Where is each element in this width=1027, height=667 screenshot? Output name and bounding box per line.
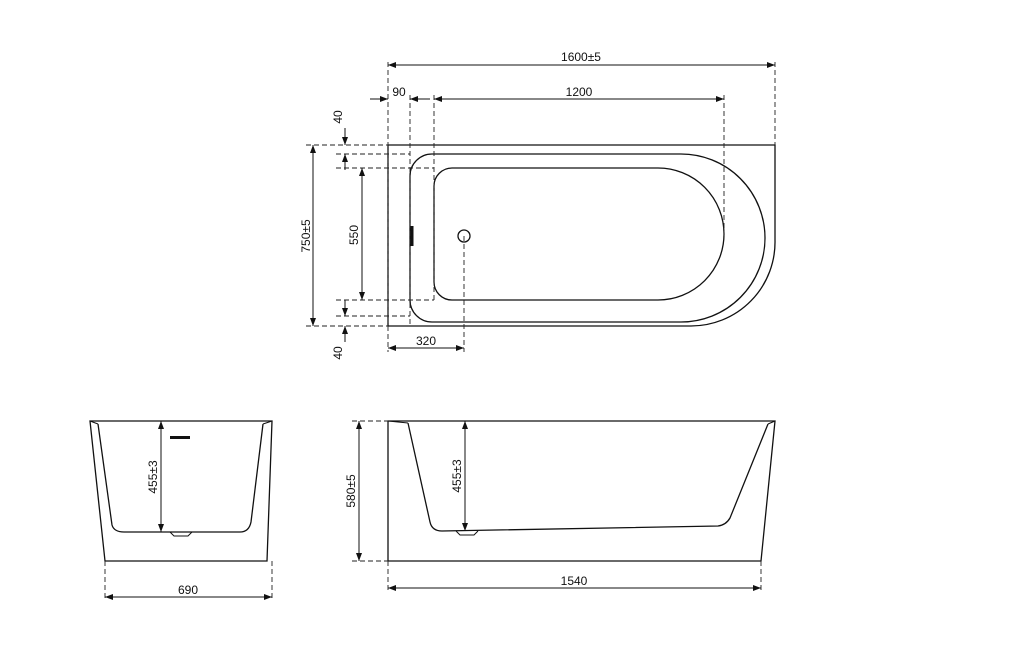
inner-length-label: 1200	[566, 85, 593, 99]
drain-icon	[457, 229, 471, 243]
side-depth-label: 455±3	[450, 459, 464, 493]
overall-width-label: 750±5	[299, 219, 313, 253]
drain-offset-label: 320	[416, 334, 436, 348]
tub-outer-outline	[387, 144, 776, 327]
tub-basin-outline	[433, 167, 725, 301]
side-view-outer-outline	[387, 420, 776, 562]
overall-length-label: 1600±5	[561, 50, 601, 64]
end-view: 455±3 690	[89, 420, 273, 600]
tub-rim-outline	[409, 153, 766, 323]
end-view-drain-icon	[169, 531, 193, 537]
inner-width-label: 550	[347, 225, 361, 245]
side-view-inner-outline	[407, 422, 769, 532]
side-view-drain-icon	[455, 530, 479, 536]
bottom-rim-label: 40	[331, 346, 345, 360]
end-view-overflow-icon	[170, 436, 190, 439]
top-rim-label: 40	[331, 110, 345, 124]
top-view: 1600±5 90 1200 40 750±5 550 40 320	[299, 50, 776, 360]
end-depth-label: 455±3	[146, 460, 160, 494]
end-width-label: 690	[178, 583, 198, 597]
side-height-label: 580±5	[344, 474, 358, 508]
end-view-inner-outline	[97, 423, 264, 533]
rim-offset-label: 90	[392, 85, 406, 99]
side-view: 455±3 580±5 1540	[344, 420, 776, 592]
side-length-label: 1540	[561, 574, 588, 588]
end-view-outer-outline	[89, 420, 273, 562]
